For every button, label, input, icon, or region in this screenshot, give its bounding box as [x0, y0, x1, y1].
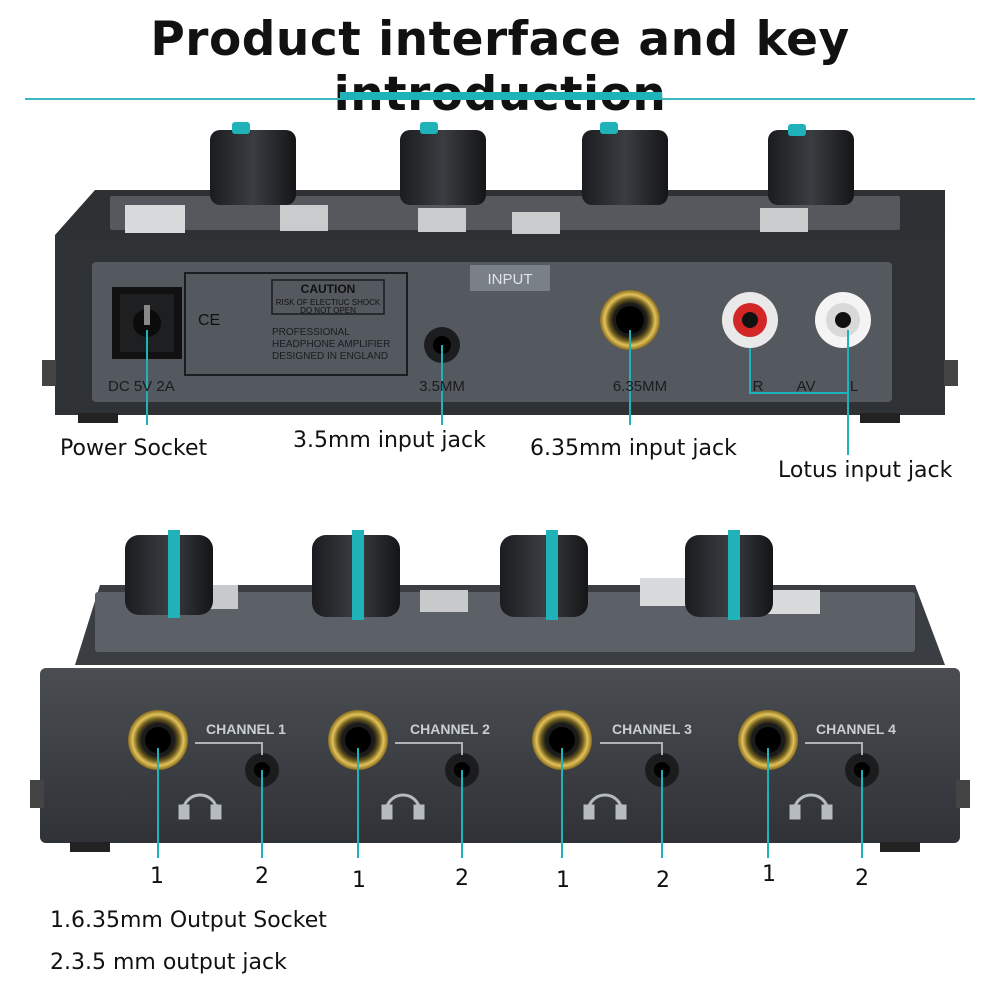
- top-switch: [280, 205, 328, 231]
- headphone-icon: [789, 793, 833, 820]
- top-knob[interactable]: [582, 122, 668, 205]
- output-number: 2: [455, 866, 469, 891]
- output-number: 2: [656, 868, 670, 893]
- input-6-35mm-callout: 6.35mm input jack: [530, 436, 737, 461]
- label-6-35mm: 6.35MM: [613, 378, 667, 395]
- input-panel-label: INPUT: [488, 271, 533, 288]
- input-3-5mm-callout: 3.5mm input jack: [293, 428, 486, 453]
- power-socket-callout: Power Socket: [60, 436, 208, 461]
- dc-label: DC 5V 2A: [108, 378, 175, 395]
- bottom-knob[interactable]: [685, 530, 773, 620]
- designed-line3: DESIGNED IN ENGLAND: [272, 351, 388, 362]
- designed-line1: PROFESSIONAL: [272, 327, 350, 338]
- lotus-input-callout: Lotus input jack: [778, 458, 953, 483]
- top-switch: [418, 208, 466, 232]
- channel-label: CHANNEL 3: [612, 721, 692, 737]
- output-channel-3: [532, 710, 679, 787]
- output-number: 1: [352, 868, 366, 893]
- legend-item-1: 1.6.35mm Output Socket: [50, 908, 327, 933]
- bottom-knob[interactable]: [125, 530, 213, 618]
- output-channel-4: [738, 710, 879, 787]
- top-knob[interactable]: [400, 122, 486, 205]
- top-device: [42, 122, 958, 455]
- channel-label: CHANNEL 4: [816, 721, 896, 737]
- top-switch: [512, 212, 560, 234]
- bottom-knob[interactable]: [312, 530, 400, 620]
- legend-item-2: 2.3.5 mm output jack: [50, 950, 287, 975]
- label-av: AV: [797, 378, 816, 395]
- output-number: 2: [255, 864, 269, 889]
- bottom-device: [30, 530, 970, 858]
- channel-label: CHANNEL 1: [206, 721, 286, 737]
- top-switch: [125, 205, 185, 233]
- top-knob[interactable]: [768, 124, 854, 205]
- top-switch: [760, 208, 808, 232]
- caution-heading: CAUTION: [301, 282, 356, 296]
- output-number: 1: [150, 864, 164, 889]
- title-underline-accent: [340, 92, 662, 100]
- label-l: L: [850, 378, 858, 395]
- designed-line2: HEADPHONE AMPLIFIER: [272, 339, 390, 350]
- output-number: 1: [762, 862, 776, 887]
- bottom-knob[interactable]: [500, 530, 588, 620]
- headphone-icon: [381, 793, 425, 820]
- output-number: 1: [556, 868, 570, 893]
- top-knob[interactable]: [210, 122, 296, 205]
- channel-label: CHANNEL 2: [410, 721, 490, 737]
- label-3-5mm: 3.5MM: [419, 378, 465, 395]
- output-number: 2: [855, 866, 869, 891]
- headphone-icon: [178, 793, 222, 820]
- caution-line1: RISK OF ELECTIUC SHOCK: [276, 298, 381, 307]
- caution-line2: DO NOT OPEN: [300, 306, 356, 315]
- headphone-icon: [583, 793, 627, 820]
- label-r: R: [753, 378, 764, 395]
- ce-mark: CE: [198, 312, 220, 329]
